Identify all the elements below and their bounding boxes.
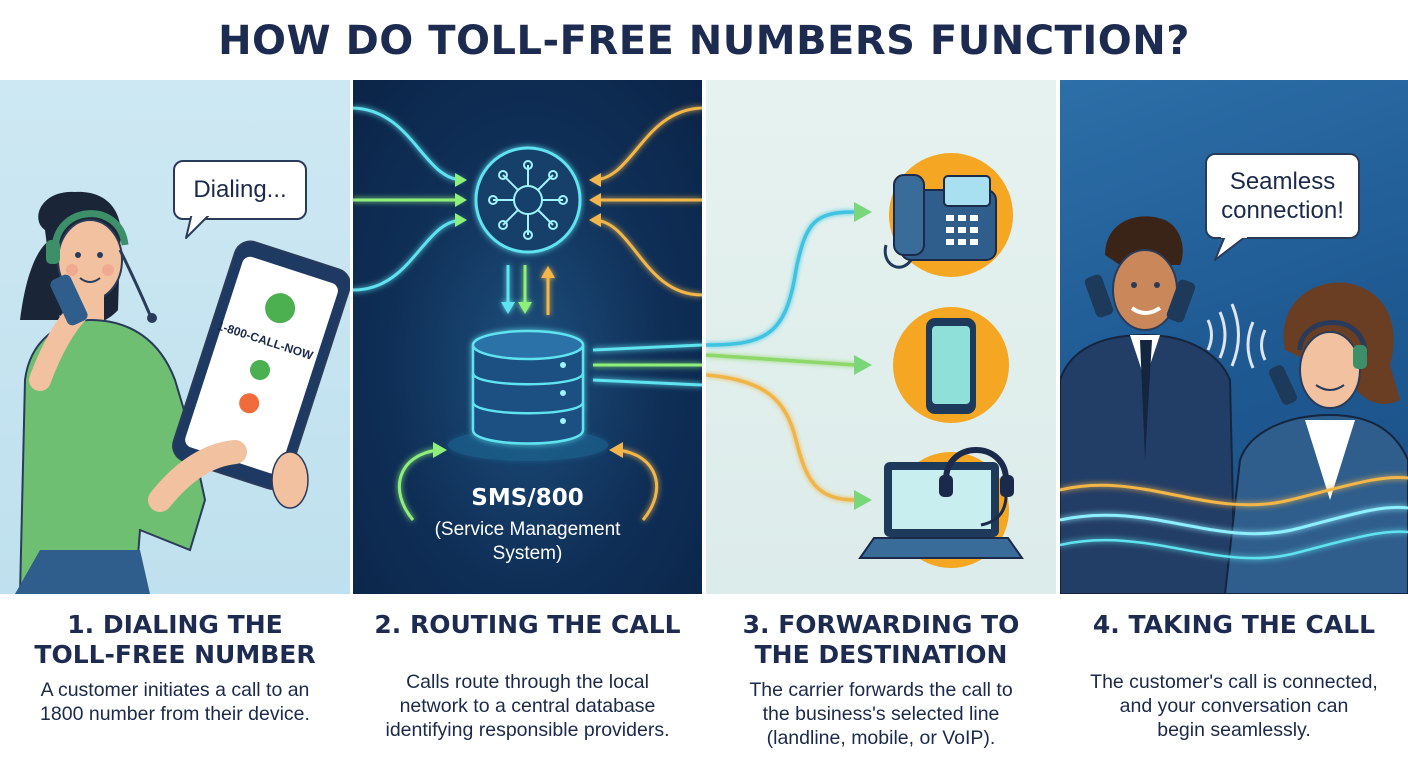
step-4-desc-line1: The customer's call is connected, [1090, 671, 1378, 693]
step-1-heading-line2: TOLL-FREE NUMBER [34, 640, 316, 669]
sms800-description-line2: System) [492, 543, 563, 564]
step-4-caption: 4. TAKING THE CALL The customer's call i… [1060, 610, 1408, 742]
step-4-desc-line2: and your conversation can [1119, 695, 1349, 717]
panel-dialing: 1-800-CALL-NOW Dialing... [0, 80, 350, 594]
step-3-description: The carrier forwards the call to the bus… [706, 678, 1056, 750]
panel-taking-call: Seamless connection! [1060, 80, 1408, 594]
forwarding-destinations-illustration [706, 153, 1024, 568]
mobile-phone-icon [926, 318, 976, 414]
laptop-headset-icon [858, 447, 1024, 559]
step-1-desc-line1: A customer initiates a call to an [40, 679, 310, 701]
step-3-heading: 3. FORWARDING TO THE DESTINATION [706, 610, 1056, 670]
sms800-label: SMS/800 [471, 485, 584, 511]
step-4-desc-line3: begin seamlessly. [1157, 719, 1311, 741]
step-3-heading-line1: 3. FORWARDING TO [742, 610, 1020, 639]
step-2-heading: 2. ROUTING THE CALL [353, 610, 702, 640]
step-4-description: The customer's call is connected, and yo… [1060, 670, 1408, 742]
seamless-bubble-line1: Seamless [1229, 168, 1336, 195]
step-2-desc-line3: identifying responsible providers. [385, 719, 670, 741]
step-2-caption: 2. ROUTING THE CALL Calls route through … [353, 610, 702, 742]
step-2-description: Calls route through the local network to… [353, 670, 702, 742]
woman-with-phone-illustration: 1-800-CALL-NOW [15, 191, 350, 594]
routing-network-illustration [353, 106, 702, 521]
step-3-caption: 3. FORWARDING TO THE DESTINATION The car… [706, 610, 1056, 750]
step-4-heading: 4. TAKING THE CALL [1060, 610, 1408, 640]
dialing-speech-bubble: Dialing... [173, 160, 307, 220]
step-2-desc-line1: Calls route through the local [406, 671, 649, 693]
step-4-heading-line1: 4. TAKING THE CALL [1092, 610, 1376, 639]
step-1-heading: 1. DIALING THE TOLL-FREE NUMBER [0, 610, 350, 670]
dialing-bubble-text: Dialing... [193, 176, 287, 203]
step-3-heading-line2: THE DESTINATION [754, 640, 1008, 669]
step-3-desc-line2: the business's selected line [762, 703, 1000, 725]
step-1-description: A customer initiates a call to an 1800 n… [0, 678, 350, 726]
two-people-talking-illustration [1060, 216, 1408, 594]
page-title: HOW DO TOLL-FREE NUMBERS FUNCTION? [218, 18, 1190, 64]
sms800-description: (Service Management System) [353, 518, 702, 566]
step-3-desc-line3: (landline, mobile, or VoIP). [766, 727, 996, 749]
step-2-desc-line2: network to a central database [399, 695, 656, 717]
panel-routing: SMS/800 (Service Management System) [353, 80, 702, 594]
panel-forwarding [706, 80, 1056, 594]
desk-phone-icon [883, 174, 997, 269]
step-3-desc-line1: The carrier forwards the call to [749, 679, 1013, 701]
step-1-caption: 1. DIALING THE TOLL-FREE NUMBER A custom… [0, 610, 350, 726]
step-1-heading-line1: 1. DIALING THE [67, 610, 283, 639]
seamless-speech-bubble: Seamless connection! [1205, 153, 1360, 239]
seamless-bubble-line2: connection! [1221, 197, 1344, 224]
step-1-desc-line2: 1800 number from their device. [40, 703, 310, 725]
sms800-description-line1: (Service Management [434, 519, 621, 540]
step-2-heading-line1: 2. ROUTING THE CALL [374, 610, 681, 639]
